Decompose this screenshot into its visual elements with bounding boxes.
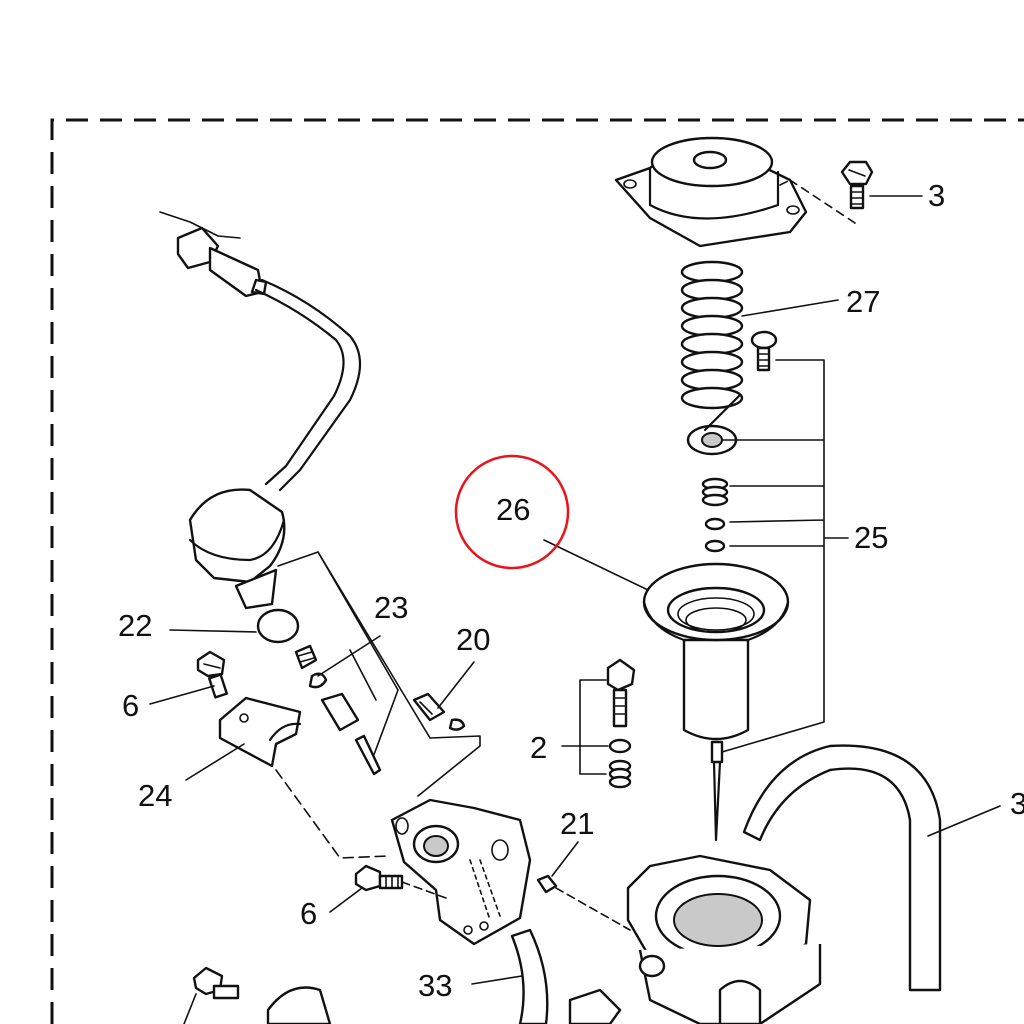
needle-holder xyxy=(686,393,742,456)
pilot-screw xyxy=(412,692,466,731)
choke-plate xyxy=(218,696,302,768)
label-2: 2 xyxy=(530,730,547,765)
leader-24 xyxy=(185,743,245,781)
label-23: 23 xyxy=(374,590,408,625)
label-6-lower: 6 xyxy=(300,896,317,931)
lower-left-parts xyxy=(183,966,332,1024)
vent-hose xyxy=(742,744,942,992)
oring-guide xyxy=(555,887,631,931)
plate-screw-upper xyxy=(196,650,228,699)
leader-hose-right xyxy=(927,805,1001,837)
jet-needle xyxy=(710,740,724,842)
drain-hose xyxy=(510,928,549,1024)
choke-cable xyxy=(159,211,361,610)
label-20: 20 xyxy=(456,622,490,657)
choke-plunger-parts xyxy=(294,644,382,776)
plate-screw-lower xyxy=(354,864,404,892)
needle-spring xyxy=(701,477,729,507)
choke-body xyxy=(390,798,532,946)
carburetor-body xyxy=(568,854,822,1024)
label-24: 24 xyxy=(138,778,172,813)
label-6-upper: 6 xyxy=(122,688,139,723)
oring-21 xyxy=(536,874,558,894)
leader-22 xyxy=(169,629,257,633)
bracket-25 xyxy=(721,359,849,753)
leader-23 xyxy=(317,635,381,701)
plate-guide xyxy=(275,769,389,859)
label-3-cut: 3 xyxy=(1010,786,1024,821)
label-26: 26 xyxy=(496,492,530,527)
bracket-23 xyxy=(317,551,399,761)
cap-screw xyxy=(840,160,874,210)
seal-22 xyxy=(256,608,300,644)
choke-guide-lines xyxy=(277,551,481,797)
needle-washer xyxy=(704,539,726,553)
needle-clip xyxy=(704,517,726,531)
throttle-slide xyxy=(642,562,790,741)
label-33: 33 xyxy=(418,968,452,1003)
screw-guide xyxy=(401,881,447,899)
leader-20 xyxy=(437,661,475,709)
bracket-2 xyxy=(561,679,609,775)
leader-27 xyxy=(741,299,839,317)
label-25: 25 xyxy=(854,520,888,555)
label-21: 21 xyxy=(560,806,594,841)
assembly-boundary xyxy=(50,118,1024,1024)
label-3: 3 xyxy=(928,178,945,213)
idle-screw-set xyxy=(606,658,636,789)
carburetor-top-cap xyxy=(614,136,859,248)
leader-26 xyxy=(543,539,649,591)
needle-holder-screw xyxy=(750,330,778,372)
leader-6a xyxy=(149,685,215,705)
leader-6b xyxy=(329,887,363,913)
highlight-circle-26 xyxy=(454,454,570,570)
label-27: 27 xyxy=(846,284,880,319)
leader-33 xyxy=(471,975,523,985)
throttle-spring xyxy=(680,260,744,410)
label-22: 22 xyxy=(118,608,152,643)
leader-21 xyxy=(551,841,579,877)
